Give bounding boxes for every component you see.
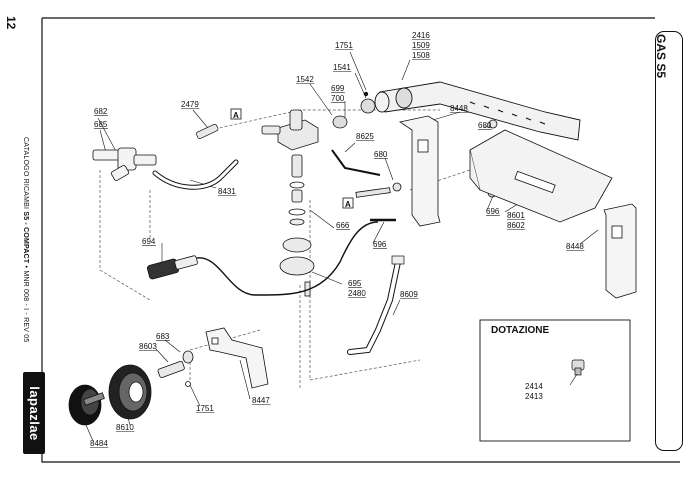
part-code-label: 1541 xyxy=(333,63,351,72)
part-code-label: 8447 xyxy=(252,396,270,405)
part-gas-fitting xyxy=(92,147,157,181)
callout-tag-a2 xyxy=(342,197,354,209)
part-code-label: 666 xyxy=(336,221,350,230)
part-bracket-8448-right xyxy=(603,203,637,299)
part-code-label: 8484 xyxy=(90,439,108,448)
page-border xyxy=(41,17,680,463)
part-code-label: 700 xyxy=(331,94,345,103)
part-code-label: 8601 xyxy=(507,211,525,220)
brand-logo: lapazlae xyxy=(23,372,45,454)
part-code-label: 680 xyxy=(478,121,492,130)
part-code-label: 1508 xyxy=(412,51,430,60)
part-code-label: 8603 xyxy=(139,342,157,351)
burner-slots xyxy=(469,101,546,125)
part-code-label: 2479 xyxy=(181,100,199,109)
part-code-label: 683 xyxy=(156,332,170,341)
section-tab xyxy=(655,31,683,451)
part-code-label: 1751 xyxy=(335,41,353,50)
part-code-label: 8610 xyxy=(116,423,134,432)
part-code-label: 685 xyxy=(94,120,108,129)
thermocouple-wire xyxy=(196,221,379,296)
part-code-label: 1542 xyxy=(296,75,314,84)
part-injector-holder xyxy=(332,91,376,129)
part-code-label: 8431 xyxy=(218,187,236,196)
part-bracket-8448-left xyxy=(398,115,441,227)
part-heat-tray-8601 xyxy=(469,129,613,223)
part-nozzle-2414 xyxy=(571,359,585,376)
accessory-code-label: 2414 xyxy=(525,382,543,391)
part-shaft-8603 xyxy=(157,350,194,387)
callout-letter: A xyxy=(233,111,239,120)
part-nozzle-2479 xyxy=(196,123,219,139)
part-bracket-8625 xyxy=(331,149,381,176)
accessories-title: DOTAZIONE xyxy=(491,325,550,336)
part-burner-2416 xyxy=(374,81,581,141)
part-code-label: 8602 xyxy=(507,221,525,230)
part-code-label: 694 xyxy=(142,237,156,246)
part-code-label: 8448 xyxy=(566,242,584,251)
part-knob-8484 xyxy=(68,384,105,426)
part-code-label: 682 xyxy=(94,107,108,116)
part-code-label: 699 xyxy=(331,84,345,93)
part-code-label: 8448 xyxy=(450,104,468,113)
part-code-label: 696 xyxy=(486,207,500,216)
part-code-label: 696 xyxy=(373,240,387,249)
part-valve-body xyxy=(261,109,319,297)
part-code-label: 8625 xyxy=(356,132,374,141)
part-code-label: 2416 xyxy=(412,31,430,40)
part-bracket-8447 xyxy=(205,327,269,389)
part-thermocouple-694 xyxy=(146,255,198,280)
part-bezel-8610 xyxy=(108,364,152,420)
part-code-label: 2480 xyxy=(348,289,366,298)
accessory-code-label: 2413 xyxy=(525,392,543,401)
callout-letter: A xyxy=(345,200,351,209)
part-code-label: 1751 xyxy=(196,404,214,413)
part-code-label: 695 xyxy=(348,279,362,288)
accessories-box xyxy=(479,319,631,442)
part-electrode-680 xyxy=(355,119,498,198)
part-code-label: 680 xyxy=(374,150,388,159)
part-code-label: 8609 xyxy=(400,290,418,299)
callout-tag-a1 xyxy=(230,108,242,120)
part-code-label: 1509 xyxy=(412,41,430,50)
